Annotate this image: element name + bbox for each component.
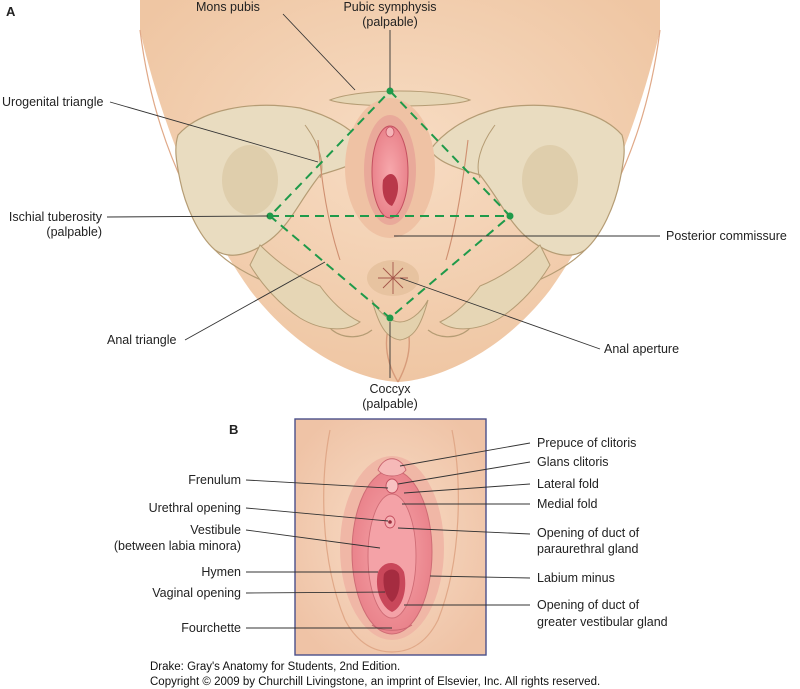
leader-lines-b <box>245 442 531 629</box>
pelvis-left-bone <box>175 104 373 338</box>
skin-fold-right <box>445 139 469 261</box>
label-posterior-commissure: Posterior commissure <box>666 229 787 243</box>
panel-a-label: A <box>6 4 16 19</box>
label-glans: Glans clitoris <box>537 455 609 469</box>
anus-a <box>367 260 419 296</box>
label-pubic-symphysis: Pubic symphysis <box>343 0 436 14</box>
panel-b-label: B <box>229 422 238 437</box>
vulva-a <box>345 98 435 238</box>
label-hymen: Hymen <box>201 565 241 579</box>
label-frenulum: Frenulum <box>188 473 241 487</box>
label-lateral-fold: Lateral fold <box>537 477 599 491</box>
vulva-b <box>323 429 459 653</box>
credit-line-1: Drake: Gray's Anatomy for Students, 2nd … <box>150 661 400 673</box>
label-ischial-tuberosity: Ischial tuberosity <box>9 210 103 224</box>
label-urethral-opening: Urethral opening <box>149 501 241 515</box>
label-greater-vestibular-2: greater vestibular gland <box>537 615 668 629</box>
label-paraurethral-2: paraurethral gland <box>537 542 639 556</box>
label-anal-aperture: Anal aperture <box>604 342 679 356</box>
label-ischial-tuberosity-note: (palpable) <box>46 225 102 239</box>
label-greater-vestibular-1: Opening of duct of <box>537 598 640 612</box>
label-urogenital-triangle: Urogenital triangle <box>2 95 103 109</box>
label-coccyx-note: (palpable) <box>362 397 418 411</box>
label-fourchette: Fourchette <box>181 621 241 635</box>
perineum-diamond <box>266 87 514 322</box>
label-pubic-symphysis-note: (palpable) <box>362 15 418 29</box>
label-vestibule-2: (between labia minora) <box>114 539 241 553</box>
pelvis-right-bone <box>427 104 625 338</box>
label-prepuce: Prepuce of clitoris <box>537 436 636 450</box>
label-medial-fold: Medial fold <box>537 497 597 511</box>
label-coccyx: Coccyx <box>370 382 412 396</box>
credit-line-2: Copyright © 2009 by Churchill Livingston… <box>150 676 600 688</box>
label-anal-triangle: Anal triangle <box>107 333 177 347</box>
label-paraurethral-1: Opening of duct of <box>537 526 640 540</box>
label-vestibule-1: Vestibule <box>190 523 241 537</box>
label-vaginal-opening: Vaginal opening <box>152 586 241 600</box>
label-mons-pubis: Mons pubis <box>196 0 260 14</box>
skin-fold-left <box>317 139 341 261</box>
leader-lines-a <box>106 13 660 378</box>
pubic-bone <box>328 90 472 107</box>
label-labium-minus: Labium minus <box>537 571 615 585</box>
